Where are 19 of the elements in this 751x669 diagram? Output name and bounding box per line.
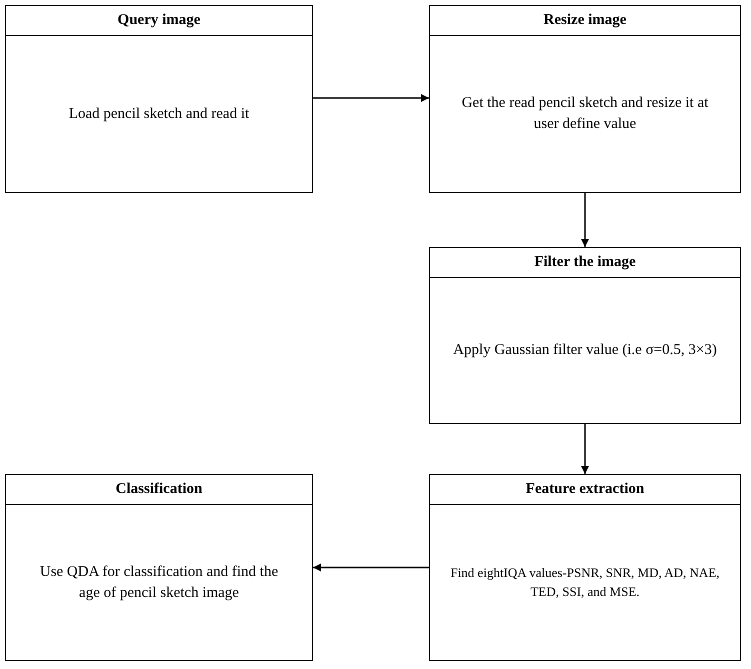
box-description: Get the read pencil sketch and resize it at user define value <box>460 94 710 134</box>
arrow <box>313 564 429 572</box>
box-heading: Feature extraction <box>430 475 740 505</box>
arrow <box>313 94 429 102</box>
box-description: Load pencil sketch and read it <box>68 104 250 124</box>
process-box <box>429 474 741 661</box>
process-box <box>5 474 313 661</box>
box-description: Find eightIQA values-PSNR, SNR, MD, AD, NAE, TED, SSI, and MSE. <box>449 564 721 600</box>
box-heading: Query image <box>6 6 312 36</box>
process-box <box>429 5 741 193</box>
arrow <box>581 193 589 247</box>
process-box <box>5 5 313 193</box>
box-description: Apply Gaussian filter value (i.e σ=0.5, 3×3) <box>453 341 717 360</box>
process-box <box>429 247 741 424</box>
box-heading: Resize image <box>430 6 740 36</box>
box-description: Use QDA for classification and find the age of pencil sketch image <box>39 562 279 602</box>
arrow <box>581 424 589 474</box>
box-heading: Classification <box>6 475 312 505</box>
box-heading: Filter the image <box>430 248 740 278</box>
